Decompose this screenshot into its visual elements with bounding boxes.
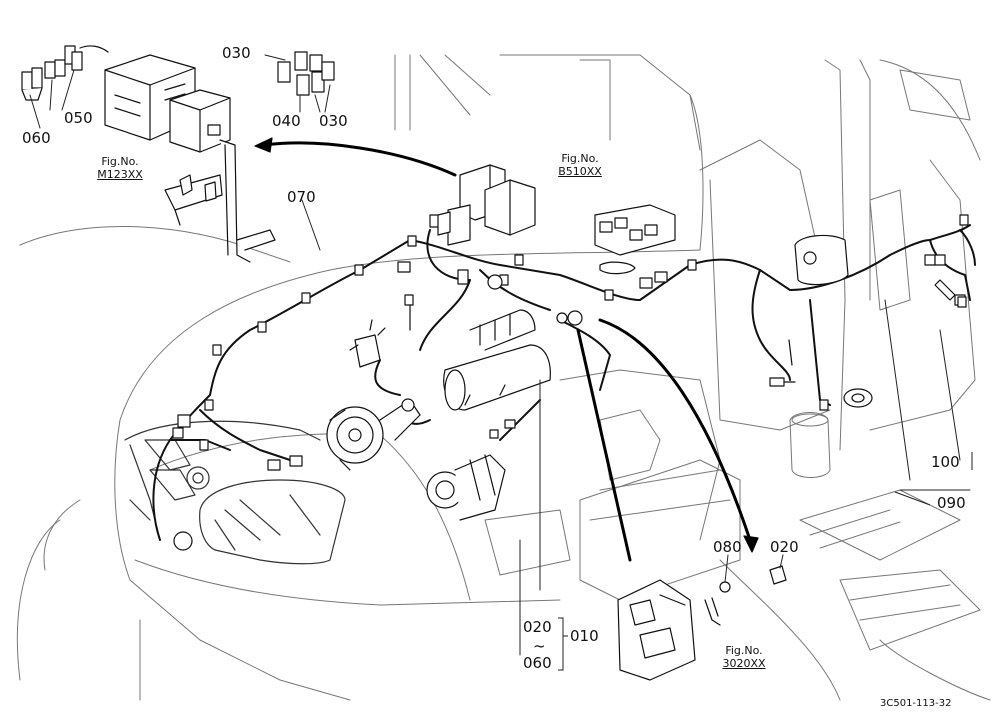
engine-inset [617, 565, 787, 681]
part-label-060-bottom: 060 [523, 654, 552, 672]
ac-compressor [426, 454, 506, 521]
main-harness [152, 224, 976, 541]
relay-box-m123 [104, 54, 276, 263]
relay-box-center [437, 164, 536, 246]
work-lamp [794, 234, 849, 286]
fig-ref-3020-code: 3020XX [722, 657, 766, 670]
part-label-010: 010 [570, 627, 599, 645]
arrow-heads [254, 137, 759, 553]
starter-motor [443, 309, 551, 411]
part-label-tilde: ~ [533, 637, 546, 655]
fig-ref-3020: Fig.No. 3020XX [712, 644, 776, 670]
fuses-top-left [21, 45, 109, 101]
alternator [326, 398, 421, 471]
part-label-050: 050 [64, 109, 93, 127]
lead-arrows [263, 141, 752, 562]
part-label-090: 090 [937, 494, 966, 512]
part-label-060: 060 [22, 129, 51, 147]
drawing-code: 3C501-113-32 [880, 698, 952, 709]
fig-ref-m123-title: Fig.No. [101, 155, 139, 168]
part-label-070: 070 [287, 188, 316, 206]
fig-ref-b510: Fig.No. B510XX [548, 152, 612, 178]
tractor-body-outline [16, 54, 991, 701]
part-label-020-bottom: 020 [523, 618, 552, 636]
fuel-solenoid [349, 319, 386, 368]
part-label-040: 040 [272, 112, 301, 130]
leader-lines [29, 54, 971, 656]
sensors [172, 254, 967, 551]
fig-ref-m123: Fig.No. M123XX [88, 155, 152, 181]
fuse-box-b510 [594, 204, 676, 275]
fig-ref-3020-title: Fig.No. [725, 644, 763, 657]
fig-ref-m123-code: M123XX [97, 168, 143, 181]
part-label-080: 080 [713, 538, 742, 556]
fuses-top-center [277, 51, 335, 96]
fig-ref-b510-code: B510XX [558, 165, 602, 178]
part-label-020-right: 020 [770, 538, 799, 556]
part-label-100: 100 [931, 453, 960, 471]
headlight [199, 479, 346, 565]
part-label-030-top: 030 [222, 44, 251, 62]
fig-ref-b510-title: Fig.No. [561, 152, 599, 165]
harness-clamps [199, 214, 969, 471]
horn [843, 388, 873, 408]
part-label-030-mid: 030 [319, 112, 348, 130]
